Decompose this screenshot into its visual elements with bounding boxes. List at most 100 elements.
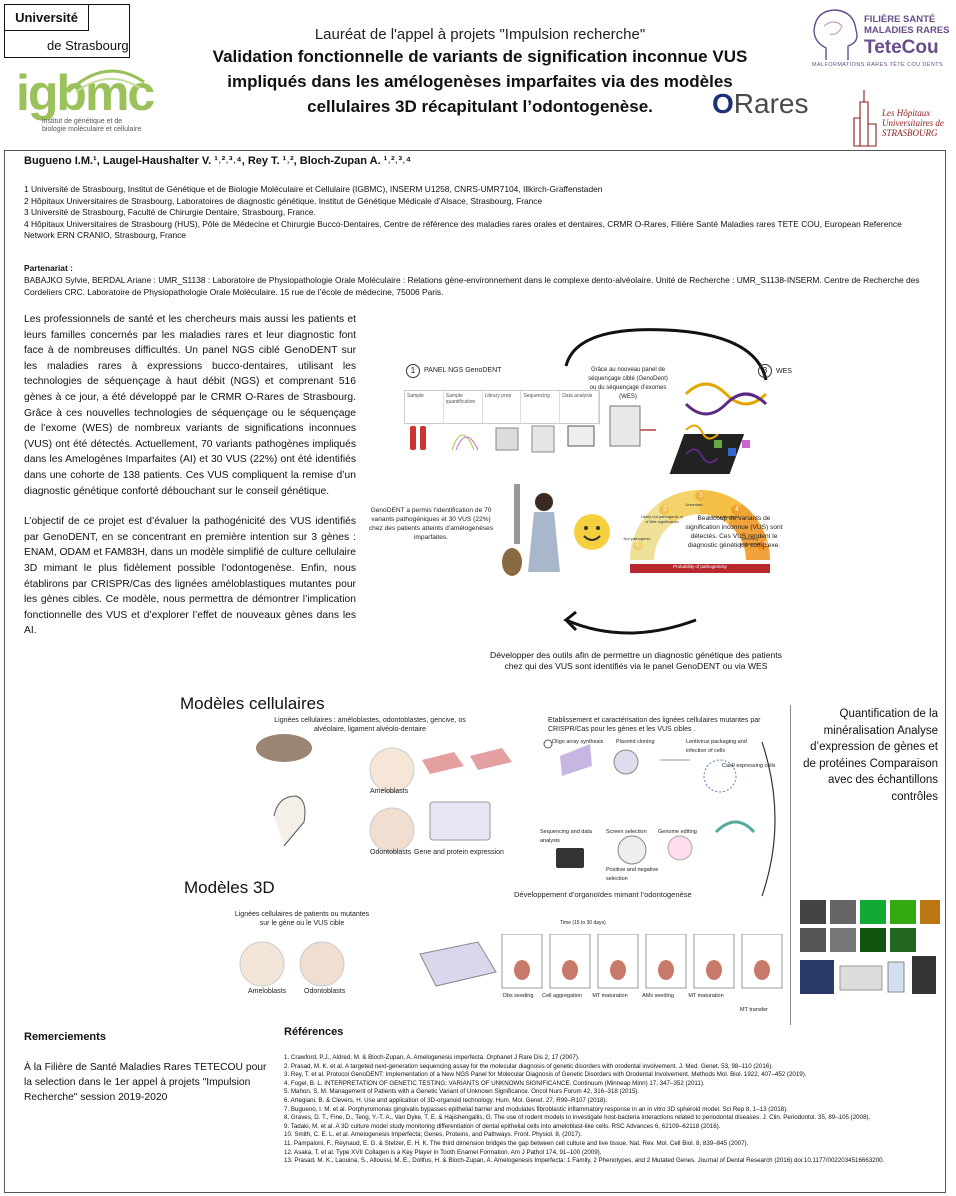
reference-item: 9. Tadaki, M. et al. A 3D culture model … (284, 1122, 721, 1130)
references-list: 1. Crawford, P.J., Aldred, M. & Bloch-Zu… (284, 1054, 944, 1166)
gauge-num-1: 1 (635, 541, 639, 548)
partner-text: BABAJKO Sylvie, BERDAL Ariane : UMR_S113… (24, 275, 920, 297)
vus-text: Beaucoup de variants de signification in… (685, 515, 783, 549)
crispr-step-5: Genome editing (658, 829, 697, 835)
odontoblasts-label: Odontoblasts (370, 849, 412, 856)
organoid-step-6: MT transfer (739, 1007, 768, 1013)
poster-subtitle: Lauréat de l'appel à projets "Impulsion … (314, 26, 646, 43)
analysis-text: Quantification de la minéralisation Anal… (803, 708, 938, 803)
partner-title: Partenariat : (24, 263, 73, 273)
ameloblasts-label: Ameloblasts (370, 788, 409, 795)
acknowledgements-title: Remerciements (24, 1031, 106, 1043)
intro-paragraph-1: Les professionnels de santé et les cherc… (24, 314, 356, 497)
organoid-illustration (239, 934, 783, 989)
gauge-label-1: Not pathogenic (623, 536, 651, 541)
crispr-step-3: Lentivirus packaging and infection of ce… (686, 739, 747, 754)
orares-logo: ORares (712, 88, 842, 130)
organoid-step-1: Obs seeding (502, 993, 534, 999)
uds-line2: de Strasbourg (47, 38, 129, 53)
reference-item: 8. Graves, D. T., Fine, D., Teng, Y.-T. … (284, 1114, 871, 1122)
ngs-step: Sequencing (521, 391, 561, 423)
igbmc-subtitle: institut de génétique et de biologie mol… (42, 118, 142, 133)
pathogenicity-gauge (630, 490, 770, 573)
references-title: Références (284, 1026, 344, 1038)
organoid-step-2: Cell aggregation (541, 993, 583, 999)
orares-text: Rares (733, 88, 809, 119)
panel-label: PANEL NGS GenoDENT (424, 367, 502, 374)
step-3-badge: 3 (758, 364, 772, 378)
analysis-images (800, 900, 940, 994)
ngs-step: Sample quantification (444, 391, 483, 423)
affiliations: 1 Université de Strasbourg, Institut de … (24, 184, 934, 242)
affiliation-3: 3 Université de Strasbourg, Faculté de C… (24, 207, 316, 217)
gauge-label-4: Likely pathogenic (708, 514, 740, 519)
hus-text: Les Hôpitaux Universitaires de STRASBOUR… (882, 108, 944, 138)
crispr-workflow-diagram (543, 739, 756, 868)
orares-o: O (712, 88, 734, 119)
reference-item: 10. Smith, C. E. L. et al. Amelogenesis … (284, 1131, 582, 1139)
gauge-num-3: 3 (699, 492, 703, 499)
tetecou-name: TeteCou (864, 37, 939, 58)
crispr-step-1: Oligo array synthesis (552, 739, 604, 745)
patient-lines-text: Lignées cellulaires de patients ou mutan… (234, 911, 370, 927)
crispr-text: Etablissement et caractérisation des lig… (548, 717, 761, 733)
ameloblasts-3d-label: Ameloblasts (248, 988, 287, 995)
cell-models-title: Modèles cellulaires (180, 694, 325, 713)
hus-logo: Les Hôpitaux Universitaires de STRASBOUR… (846, 88, 954, 148)
uds-line1: Université (5, 5, 89, 31)
reference-item: 2. Prasad, M. K. et al. A targeted next-… (284, 1062, 773, 1070)
content-frame (4, 150, 946, 1193)
acknowledgements-text: À la Filière de Santé Maladies Rares TET… (24, 1062, 267, 1103)
ngs-steps-banner: Sample Sample quantification Library pre… (404, 390, 600, 424)
gauge-num-5: 5 (764, 541, 768, 548)
patient-illustration (502, 484, 560, 576)
poster-title: Validation fonctionnelle de variants de … (212, 47, 748, 116)
sequencer-icon (609, 405, 641, 447)
reference-item: 5. Mahon, S. M. Management of Patients w… (284, 1088, 640, 1096)
reference-item: 11. Pampaloni, F., Reynaud, E. G. & Stel… (284, 1139, 749, 1147)
gauge-num-4: 4 (735, 506, 739, 513)
organoid-step-4: AMs seeding (642, 993, 674, 999)
organoid-step-5: MT maturation (688, 993, 724, 999)
figure-diagnostic-workflow: 1 PANEL NGS GenoDENT Sample Sample quant… (366, 320, 792, 671)
crispr-step-4: Cas9 expressing cells (722, 763, 776, 769)
crispr-step-7: Sequencing and data analysis (540, 829, 592, 844)
cell-lines-text: Lignées cellulaires : améloblastes, odon… (274, 717, 466, 733)
gauge-label-5: Definitely pathogenic (740, 536, 760, 546)
dna-helix-icon (669, 382, 768, 474)
smiley-icon (574, 514, 610, 550)
gauge-bar-label: Probability of pathogenicity (673, 564, 727, 569)
sequencing-text: Grâce au nouveau panel de séquençage cib… (588, 367, 668, 400)
tetecou-tagline: MALFORMATIONS RARES TÊTE COU DENTS (812, 62, 944, 68)
cell-models-illustration (256, 734, 512, 853)
crispr-step-2: Plasmid cloning (616, 739, 655, 745)
step-1-badge: 1 (406, 364, 420, 378)
wes-label: WES (776, 368, 792, 375)
intro-text: Les professionnels de santé et les cherc… (24, 312, 356, 654)
gauge-label-2: Likely not pathogenic or of little signi… (640, 514, 684, 524)
organoid-text: Développement d’organoïdes mimant l’odon… (514, 890, 692, 899)
reference-item: 1. Crawford, P.J., Aldred, M. & Bloch-Zu… (284, 1054, 580, 1061)
time-label: Time (15 to 30 days) (560, 920, 606, 926)
cathedral-icon (853, 90, 877, 147)
reference-item: 13. Prasad, M. K., Laouina, S., Alloussi… (284, 1157, 885, 1165)
develop-tools-text: Développer des outils afin de permettre … (490, 650, 782, 671)
genodent-result-text: GenoDENT a permis l’identification de 70… (368, 507, 494, 541)
divider-line (790, 705, 791, 1025)
reference-item: 4. Fogel, B. L. INTERPRETATION OF GENETI… (284, 1079, 705, 1087)
crispr-step-6: Screen selection (606, 829, 647, 835)
partnership: Partenariat : BABAJKO Sylvie, BERDAL Ari… (24, 262, 934, 298)
affiliation-2: 2 Hôpitaux Universitaires de Strasbourg,… (24, 195, 543, 206)
odontoblasts-3d-label: Odontoblasts (304, 988, 346, 995)
ngs-step: Data analysis (560, 391, 599, 423)
ngs-step: Sample (405, 391, 444, 423)
ngs-equipment-icons (410, 425, 595, 453)
gauge-num-2: 2 (663, 506, 667, 513)
dna-fragments-icon (685, 424, 719, 464)
authors: Bugueno I.M.¹, Laugel-Haushalter V. ¹˒²˒… (24, 155, 412, 167)
crispr-step-8: Positive and negative selection (606, 867, 659, 882)
gene-expression-label: Gene and protein expression (414, 849, 504, 856)
head-profile-icon (813, 9, 858, 60)
